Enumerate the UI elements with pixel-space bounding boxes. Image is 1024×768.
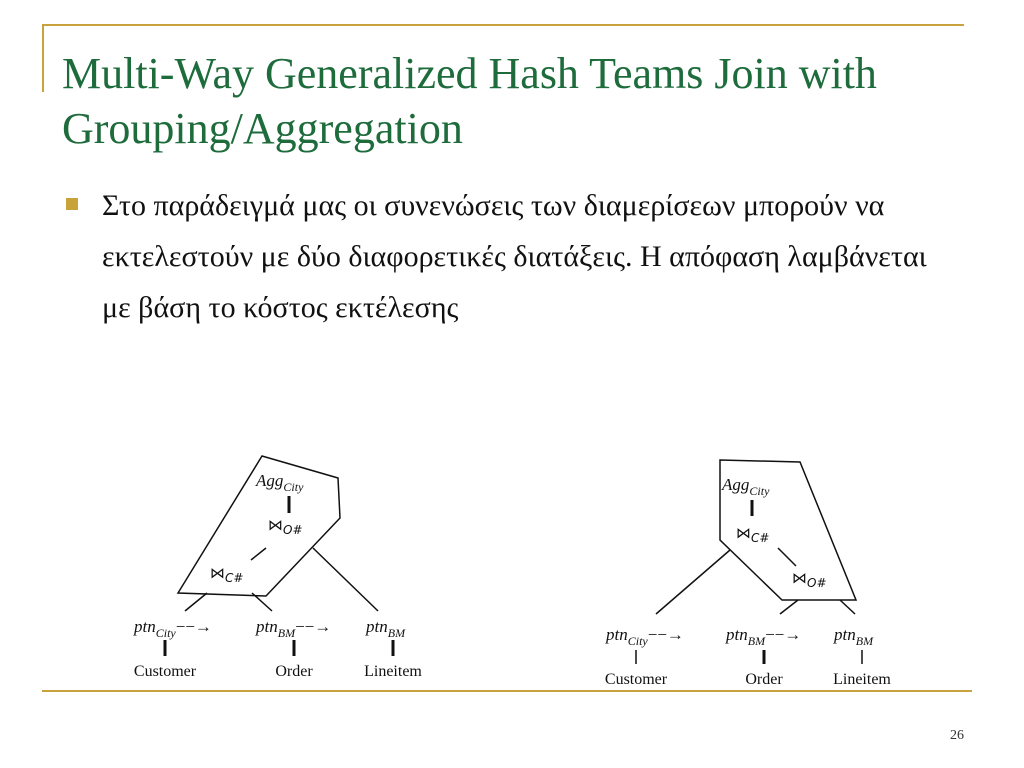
- plan-left-edge-join-lineitem: [312, 547, 379, 612]
- plan-left-table-lineitem: Lineitem: [364, 663, 422, 680]
- plan-right-join-o-node: ⋈O#: [792, 569, 827, 590]
- slide-footer-rule: [42, 690, 972, 692]
- plan-left-agg-node: AggCity: [255, 471, 304, 494]
- plan-right-edge-join-customer: [655, 549, 731, 615]
- plan-left: [163, 455, 395, 656]
- slide-title: Multi-Way Generalized Hash Teams Join wi…: [62, 49, 877, 153]
- plan-right-ptn-city: ptnCity−−→: [605, 625, 684, 648]
- plan-right-table-order: Order: [745, 671, 783, 688]
- plan-left-ptn-city: ptnCity−−→: [133, 617, 212, 640]
- plan-left-edge-join-join: [250, 547, 267, 561]
- plan-right-edge-join-order: [779, 599, 799, 615]
- plan-left-join-o-node: ⋈O#: [268, 516, 303, 537]
- plan-right-edge-join-join: [777, 547, 797, 567]
- plan-left-edge-join-customer: [184, 592, 208, 612]
- plan-right-join-c-node: ⋈C#: [736, 524, 769, 545]
- plan-left-table-order: Order: [275, 663, 313, 680]
- plan-left-join-c-node: ⋈C#: [210, 564, 243, 585]
- plan-right: [635, 459, 863, 664]
- plan-right-ptn-bm-order: ptnBM−−→: [725, 625, 801, 648]
- plan-right-ptn-bm-lineitem: ptnBM: [833, 625, 874, 648]
- plan-right-agg-node: AggCity: [721, 475, 770, 498]
- bullet-text: Στο παράδειγμά μας οι συνενώσεις των δια…: [102, 189, 927, 324]
- plan-left-ptn-bm-lineitem: ptnBM: [365, 617, 406, 640]
- plan-left-edge-join-order: [251, 592, 273, 612]
- page-number: 26: [950, 728, 964, 743]
- plan-left-ptn-bm-order: ptnBM−−→: [255, 617, 331, 640]
- slide-frame-top: [42, 24, 964, 26]
- plan-left-table-customer: Customer: [134, 663, 197, 680]
- plan-left-labels: AggCity ⋈O# ⋈C# ptnCity−−→ ptnBM−−→ ptnB…: [133, 471, 422, 680]
- plan-right-labels: AggCity ⋈C# ⋈O# ptnCity−−→ ptnBM−−→ ptnB…: [605, 475, 892, 688]
- plan-left-team-boundary: [176, 455, 341, 597]
- slide-frame-left: [42, 24, 44, 92]
- plan-right-team-boundary: [719, 459, 858, 601]
- plan-right-table-lineitem: Lineitem: [833, 671, 891, 688]
- plan-right-edge-join-lineitem: [839, 599, 856, 615]
- plan-right-table-customer: Customer: [605, 671, 668, 688]
- bullet-square-icon: [66, 198, 78, 210]
